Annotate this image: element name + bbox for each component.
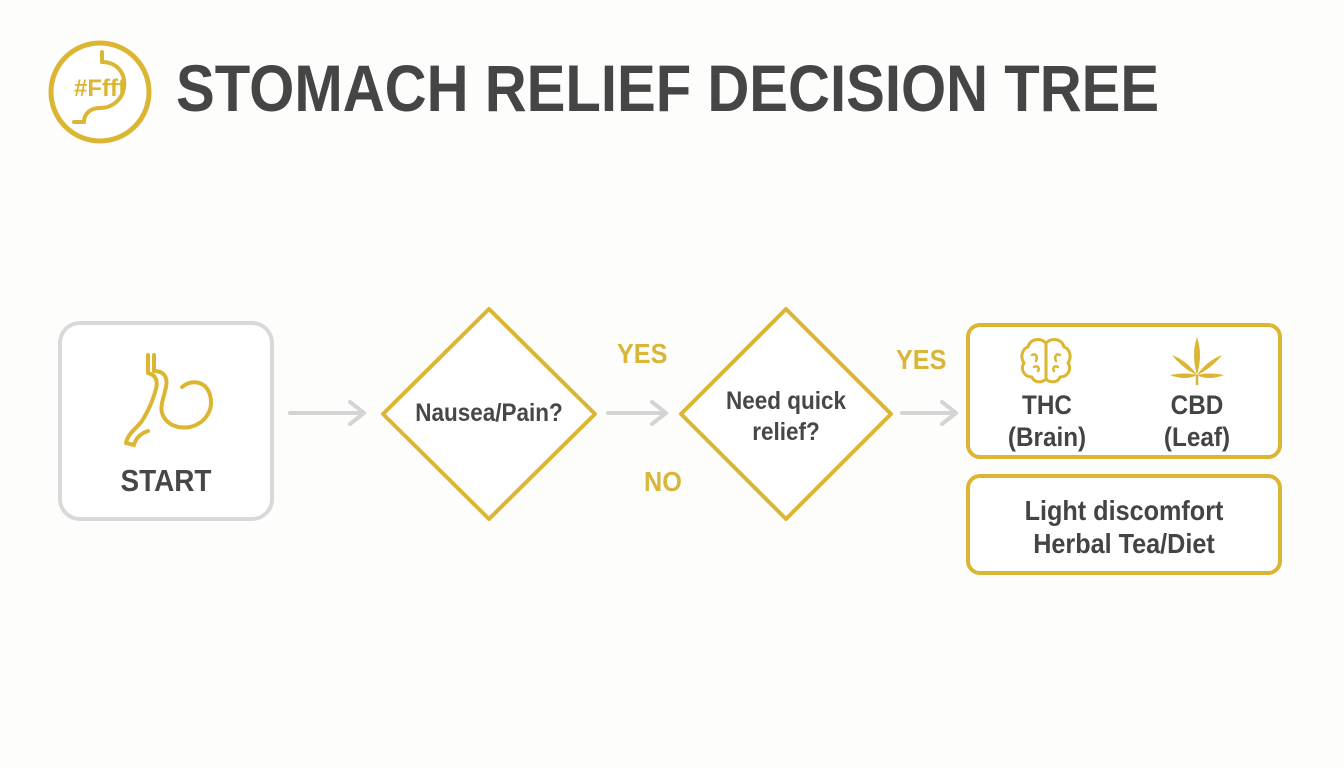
edge-label-no: NO bbox=[644, 466, 682, 497]
cbd-option: CBD (Leaf) bbox=[1134, 389, 1260, 453]
start-node: START bbox=[58, 321, 274, 521]
cannabis-leaf-icon bbox=[1170, 337, 1224, 385]
edge-label-yes: YES bbox=[896, 344, 947, 375]
decision-diamond-2 bbox=[679, 307, 893, 521]
logo-text: #Ffff bbox=[74, 75, 127, 102]
alternative-box: Light discomfort Herbal Tea/Diet bbox=[966, 474, 1282, 575]
alternative-line-2: Herbal Tea/Diet bbox=[1033, 528, 1215, 559]
question-line-1: Need quick bbox=[725, 387, 847, 415]
brain-icon bbox=[1020, 338, 1072, 384]
alternative-text: Light discomfort Herbal Tea/Diet bbox=[985, 494, 1262, 560]
thc-option: THC (Brain) bbox=[984, 389, 1110, 453]
thc-label: THC bbox=[1022, 390, 1072, 420]
cbd-label: CBD bbox=[1170, 390, 1224, 420]
arrow-right-icon bbox=[288, 400, 366, 426]
question-quick-relief: Need quick relief? bbox=[689, 386, 883, 448]
cbd-sublabel: (Leaf) bbox=[1163, 422, 1231, 452]
page-title: STOMACH RELIEF DECISION TREE bbox=[176, 51, 1160, 125]
arrow-right-icon bbox=[900, 400, 958, 426]
thc-sublabel: (Brain) bbox=[1007, 422, 1087, 452]
stomach-icon bbox=[124, 353, 213, 447]
alternative-line-1: Light discomfort bbox=[1024, 495, 1224, 526]
stomach-logo-icon: #Ffff bbox=[46, 38, 154, 146]
cannabis-options-box: THC (Brain) CBD (Leaf) bbox=[966, 323, 1282, 459]
arrow-right-icon bbox=[606, 400, 668, 426]
question-line-2: relief? bbox=[752, 418, 820, 446]
edge-label-yes: YES bbox=[617, 338, 668, 369]
decision-diamond-1 bbox=[381, 307, 597, 521]
question-nausea-pain: Nausea/Pain? bbox=[415, 399, 563, 427]
start-label: START bbox=[120, 463, 212, 498]
